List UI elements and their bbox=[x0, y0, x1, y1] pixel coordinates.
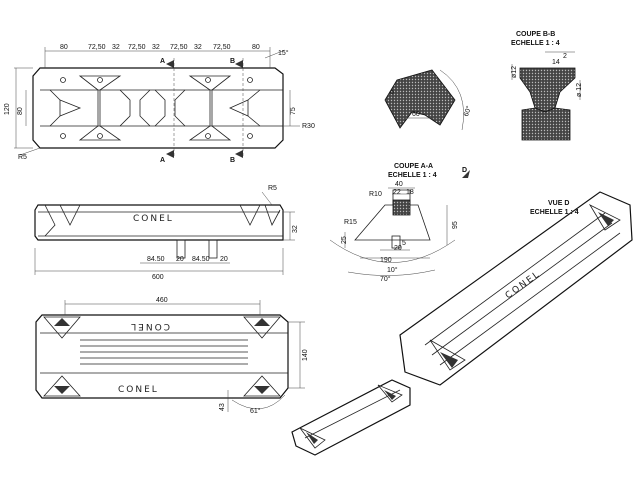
bottom-view bbox=[35, 300, 305, 412]
section-a-bottom-label: A bbox=[160, 157, 165, 164]
front-d4: 20 bbox=[220, 256, 228, 263]
view-d-logo: CONEL bbox=[504, 269, 543, 301]
section-bb-labels: COUPE B-B ECHELLE 1 : 4 60 60° ø12 ø 12 … bbox=[412, 31, 583, 118]
section-aa-d25: 25 bbox=[341, 236, 348, 244]
dim-top-5: 72,50 bbox=[170, 44, 188, 51]
section-b-top-label: B bbox=[230, 58, 235, 65]
section-bb-small bbox=[511, 51, 581, 141]
section-aa-d20: 20 bbox=[394, 245, 402, 252]
section-bb-s2: 2 bbox=[563, 53, 567, 60]
section-bb-phi12a: ø12 bbox=[511, 66, 518, 78]
section-aa-d18: 18 bbox=[406, 189, 414, 196]
section-aa-d95: 95 bbox=[452, 221, 459, 229]
section-aa-r10: R10 bbox=[369, 191, 382, 198]
section-aa bbox=[329, 187, 456, 276]
dim-top-2: 32 bbox=[112, 44, 120, 51]
dim-top-3: 72,50 bbox=[128, 44, 146, 51]
section-bb-s14: 14 bbox=[552, 59, 560, 66]
bottom-logo-top: CONEL bbox=[129, 321, 170, 331]
dim-top-7: 72,50 bbox=[213, 44, 231, 51]
section-aa-labels: COUPE A-A ECHELLE 1 : 4 40 22 18 R10 R15… bbox=[341, 163, 459, 283]
front-labels: CONEL R5 32 84.50 20 84.50 20 600 bbox=[133, 185, 299, 281]
view-d-arrow-icon bbox=[462, 170, 470, 178]
view-d-title: VUE D bbox=[548, 200, 569, 207]
section-bb-phi12b: ø 12 bbox=[576, 83, 583, 97]
top-dimensions: 80 72,50 32 72,50 32 72,50 32 72,50 80 1… bbox=[4, 44, 315, 164]
view-d-isometric: CONEL bbox=[399, 191, 633, 386]
bottom-small: 43 bbox=[219, 403, 226, 411]
dim-top-6: 32 bbox=[194, 44, 202, 51]
bottom-height: 140 bbox=[302, 349, 309, 361]
bottom-logo-bottom: CONEL bbox=[118, 385, 159, 395]
front-radius: R5 bbox=[268, 185, 277, 192]
section-aa-scale: ECHELLE 1 : 4 bbox=[388, 172, 437, 179]
view-d-arrow-label: D bbox=[462, 167, 467, 174]
dim-angle: 15° bbox=[278, 49, 289, 57]
dim-top-1: 72,50 bbox=[88, 44, 106, 51]
dim-top-4: 32 bbox=[152, 44, 160, 51]
front-height: 32 bbox=[292, 225, 299, 233]
section-bb-a60: 60° bbox=[462, 105, 473, 118]
section-aa-d40: 40 bbox=[395, 181, 403, 188]
section-aa-a70: 70° bbox=[380, 275, 391, 283]
section-b-bottom-label: B bbox=[230, 157, 235, 164]
section-bb-d60: 60 bbox=[412, 111, 420, 118]
section-aa-d22: 22 bbox=[393, 189, 401, 196]
section-aa-a10: 10° bbox=[387, 266, 398, 274]
view-d-labels: VUE D ECHELLE 1 : 4 D bbox=[462, 167, 579, 216]
front-d2: 20 bbox=[176, 256, 184, 263]
dim-left-height: 120 bbox=[4, 103, 11, 115]
view-d-small-iso bbox=[291, 379, 411, 456]
dim-right-inner: 75 bbox=[290, 107, 297, 115]
top-plan-view bbox=[14, 47, 300, 158]
front-view bbox=[34, 191, 295, 275]
section-aa-title: COUPE A-A bbox=[394, 163, 433, 170]
front-total: 600 bbox=[152, 274, 164, 281]
section-aa-r15: R15 bbox=[344, 219, 357, 226]
dim-radius-right: R30 bbox=[302, 123, 315, 130]
bottom-angle: 61° bbox=[250, 407, 261, 415]
section-aa-d190: 190 bbox=[380, 257, 392, 264]
section-bb-scale: ECHELLE 1 : 4 bbox=[511, 40, 560, 47]
front-d1: 84.50 bbox=[147, 256, 165, 263]
dim-top-8: 80 bbox=[252, 44, 260, 51]
bottom-width: 460 bbox=[156, 297, 168, 304]
section-bb-title: COUPE B-B bbox=[516, 31, 555, 38]
dim-top-0: 80 bbox=[60, 44, 68, 51]
dim-left-inner: 80 bbox=[17, 107, 24, 115]
front-logo: CONEL bbox=[133, 214, 174, 224]
view-d-scale: ECHELLE 1 : 4 bbox=[530, 209, 579, 216]
front-d3: 84.50 bbox=[192, 256, 210, 263]
section-aa-d5: 5 bbox=[402, 240, 406, 247]
dim-radius-left: R5 bbox=[18, 154, 27, 161]
section-a-top-label: A bbox=[160, 58, 165, 65]
section-bb-large bbox=[384, 69, 464, 131]
bottom-labels: CONEL CONEL 460 140 43 61° bbox=[118, 297, 309, 415]
